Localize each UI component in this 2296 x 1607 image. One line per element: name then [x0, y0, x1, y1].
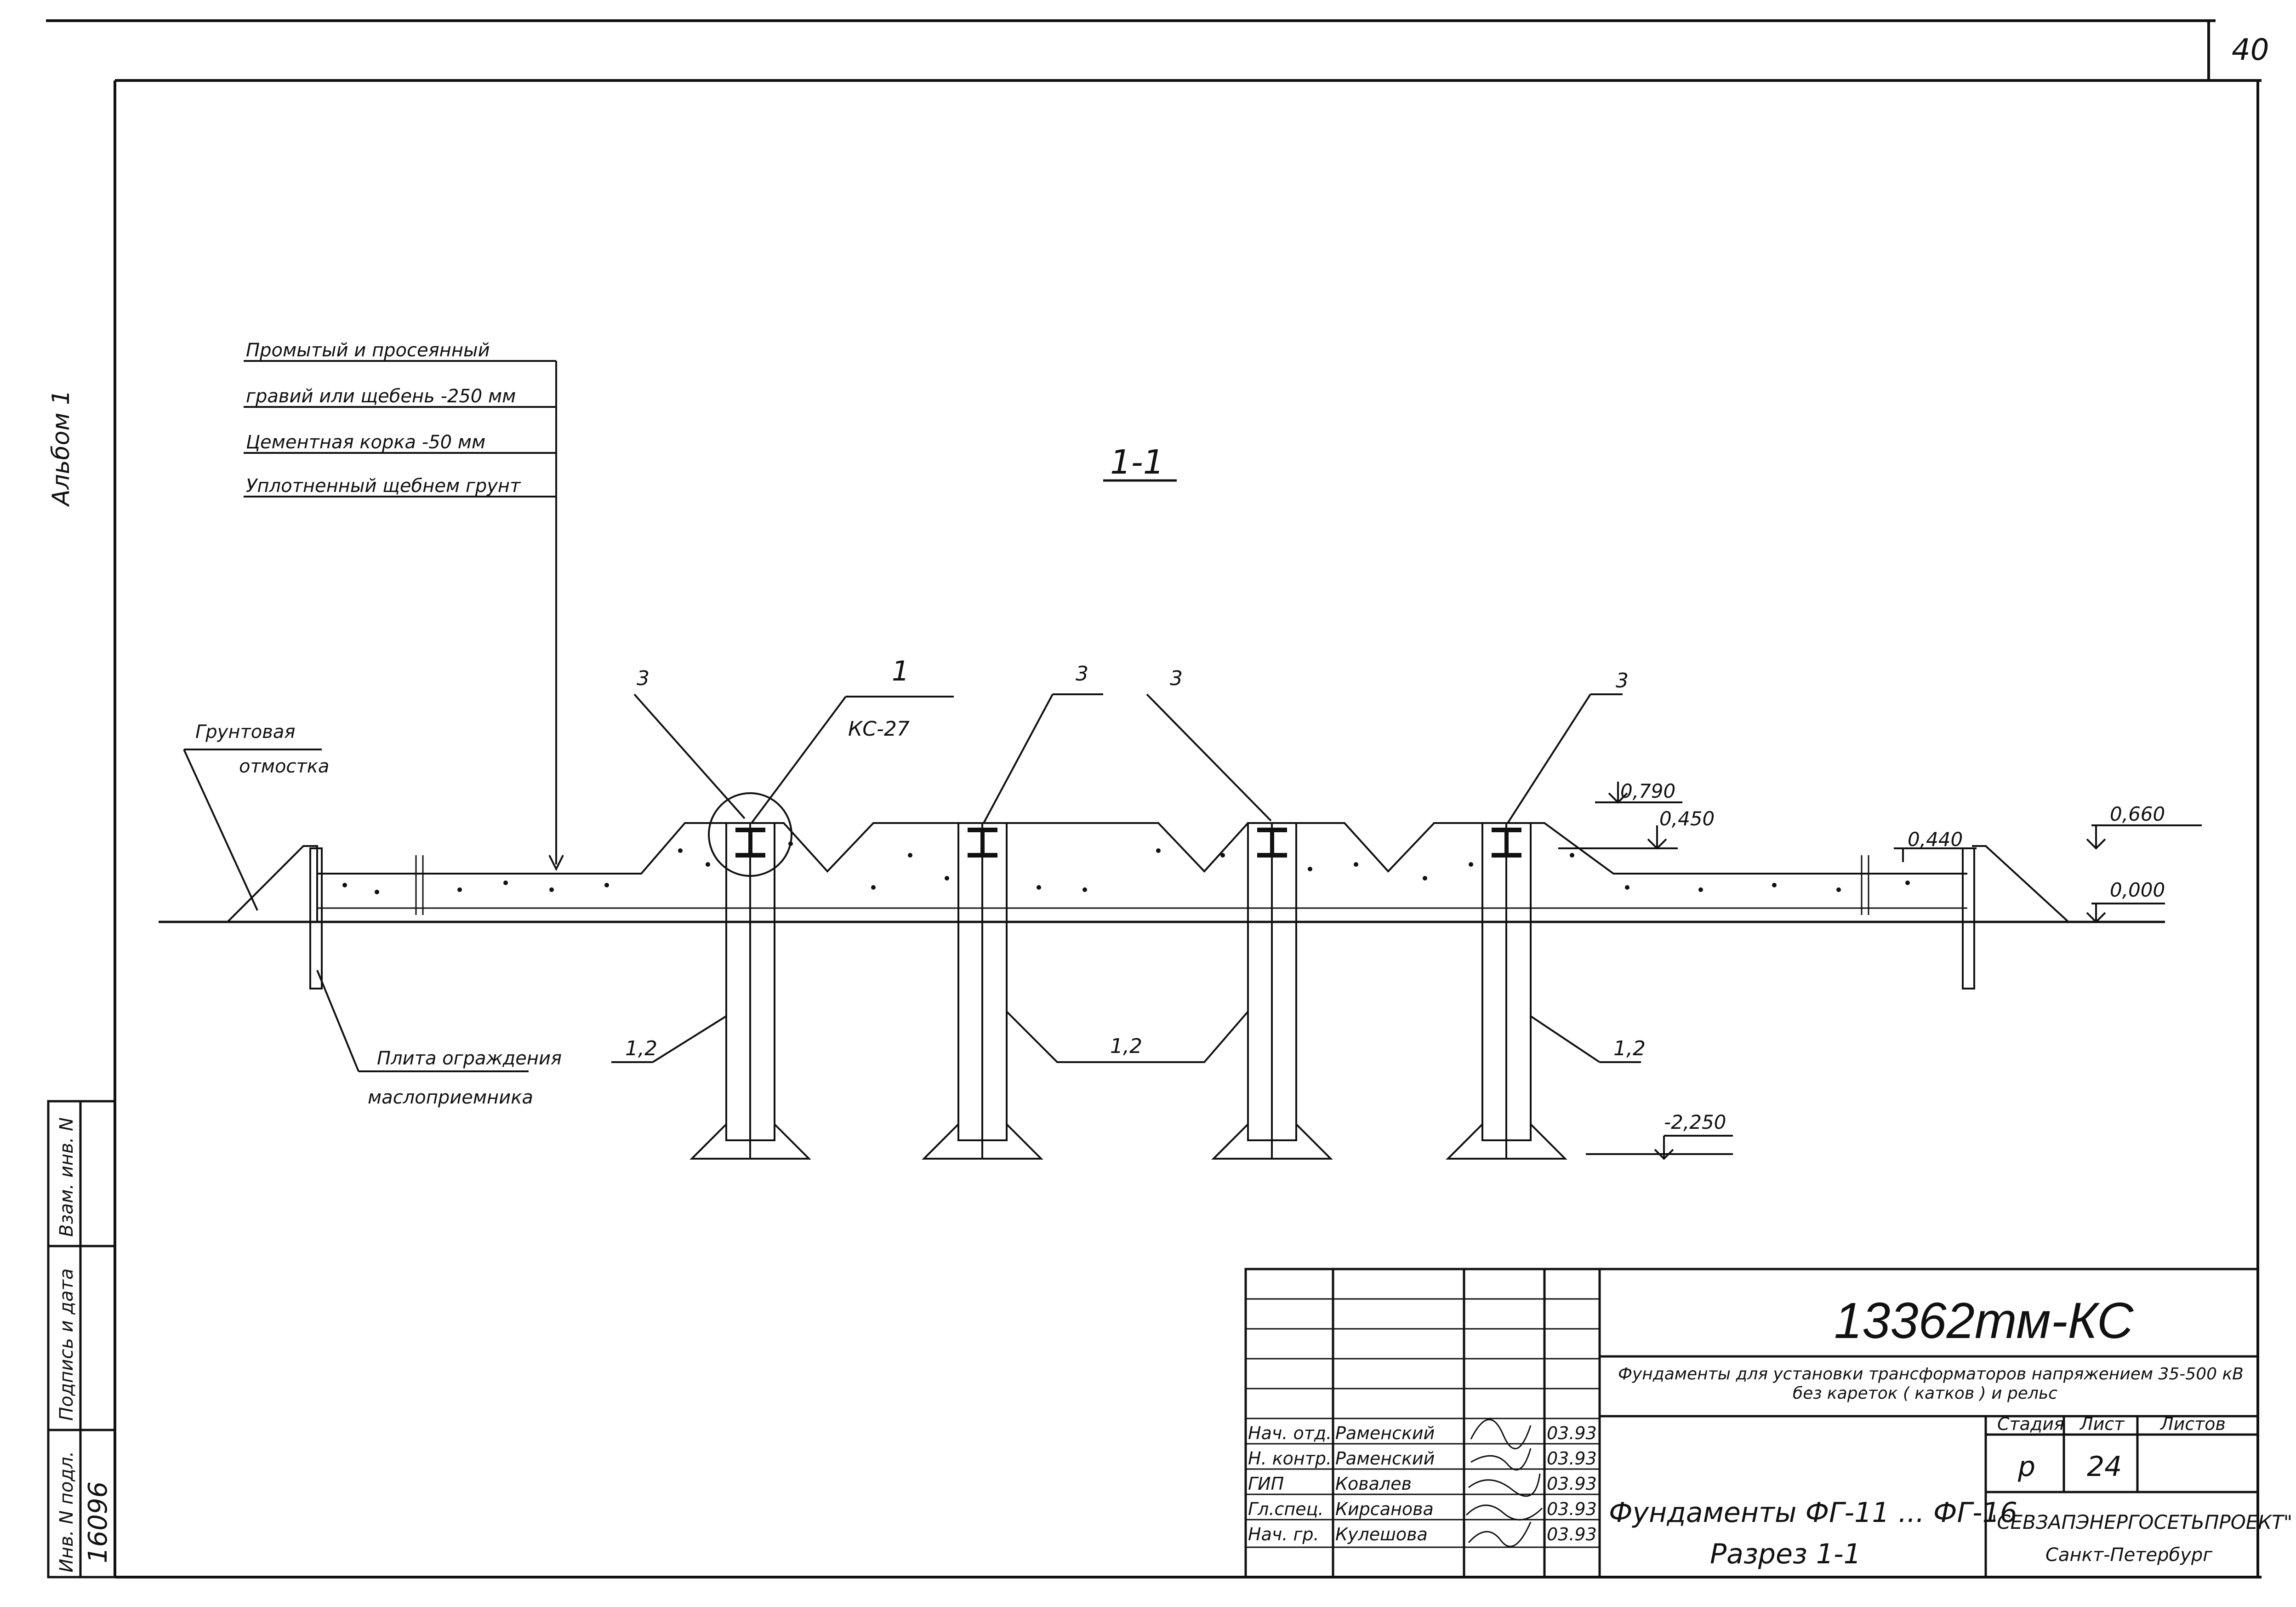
section-title: 1-1	[1103, 443, 1177, 482]
callout-item-1: 1	[892, 655, 909, 687]
blind-area-label-1: Грунтовая	[195, 721, 295, 743]
side-stamp-col3: Инв. N подл.	[56, 1451, 77, 1573]
staff-row: Нач. отд. Раменский 03.93	[1248, 1419, 1597, 1450]
layer-3: Цементная корка -50 мм	[246, 432, 485, 453]
callout-3c: 3	[1170, 667, 1183, 690]
fence-plate-label-1: Плита ограждения	[377, 1048, 562, 1069]
org-name: "СЕВЗАПЭНЕРГОСЕТЬПРОЕКТ"	[1988, 1511, 2292, 1533]
level-0660: 0,660	[2110, 803, 2165, 825]
col-sheets-header: Листов	[2159, 1414, 2226, 1434]
callout-labels: 1 КС-27 3 3 3 3 1,2 1,2 1,2 Грунтовая от…	[195, 655, 1646, 1108]
level-m2250: -2,250	[1664, 1111, 1726, 1133]
staff-role: Нач. гр.	[1248, 1524, 1319, 1544]
level-marks: 0,790 0,450 0,440 0,660 0,000 -2,250	[1558, 780, 2202, 1160]
staff-name: Кирсанова	[1335, 1499, 1434, 1519]
staff-date: 03.93	[1547, 1448, 1597, 1469]
level-0450: 0,450	[1659, 807, 1715, 830]
doc-description-2: без кареток ( катков ) и рельс	[1793, 1384, 2057, 1403]
staff-date: 03.93	[1547, 1474, 1597, 1494]
callout-ks27: КС-27	[848, 717, 910, 741]
layer-2: гравий или щебень -250 мм	[246, 386, 516, 407]
callout-12a: 1,2	[625, 1037, 657, 1060]
staff-role: Н. контр.	[1248, 1448, 1332, 1469]
staff-date: 03.93	[1547, 1524, 1597, 1544]
callout-3a: 3	[637, 667, 649, 690]
signature	[1470, 1448, 1532, 1471]
stage-value: р	[2017, 1451, 2035, 1483]
staff-name: Ковалев	[1335, 1474, 1412, 1494]
side-stamp: Взам. инв. N Подпись и дата Инв. N подл.…	[47, 1100, 116, 1578]
fence-plate-label-2: маслоприемника	[368, 1087, 533, 1108]
album-label: Альбом 1	[47, 390, 75, 507]
signature	[1470, 1419, 1532, 1450]
staff-row: Гл.спец. Кирсанова 03.93	[1248, 1499, 1597, 1521]
callout-3d: 3	[1616, 669, 1629, 692]
layer-4: Уплотненный щебнем грунт	[246, 475, 521, 497]
col-sheet-header: Лист	[2079, 1414, 2125, 1434]
staff-role: ГИП	[1248, 1474, 1284, 1494]
callout-12b: 1,2	[1110, 1035, 1142, 1058]
signature	[1465, 1504, 1543, 1521]
staff-row: Н. контр. Раменский 03.93	[1248, 1448, 1597, 1471]
staff-role: Гл.спец.	[1248, 1499, 1324, 1519]
layer-1: Промытый и просеянный	[246, 340, 490, 361]
title-block: 13362тм-КС Фундаменты для установки тран…	[1244, 1268, 2292, 1578]
layer-notes: Промытый и просеянный гравий или щебень …	[244, 340, 564, 871]
staff-role: Нач. отд.	[1248, 1423, 1332, 1443]
level-0440: 0,440	[1908, 828, 1963, 851]
inventory-number: 16096	[83, 1481, 113, 1563]
callout-12c: 1,2	[1613, 1037, 1646, 1060]
section-title-text: 1-1	[1110, 443, 1164, 481]
signature	[1468, 1473, 1541, 1497]
side-stamp-col1: Взам. инв. N	[56, 1117, 77, 1237]
sheet-title-2: Разрез 1-1	[1710, 1538, 1861, 1570]
callout-3b: 3	[1076, 662, 1088, 686]
org-city: Санкт-Петербург	[2045, 1544, 2213, 1566]
foundation-section	[159, 792, 2165, 1160]
staff-row: Нач. гр. Кулешова 03.93	[1248, 1521, 1597, 1547]
sheet-value: 24	[2087, 1451, 2122, 1483]
blind-area-label-2: отмостка	[239, 756, 329, 777]
staff-name: Раменский	[1335, 1448, 1435, 1469]
staff-name: Раменский	[1335, 1423, 1435, 1443]
doc-description-1: Фундаменты для установки трансформаторов…	[1618, 1365, 2244, 1384]
signature	[1468, 1521, 1532, 1547]
callout-leaders	[183, 693, 1641, 1072]
staff-name: Кулешова	[1335, 1524, 1428, 1544]
level-0000: 0,000	[2110, 879, 2165, 901]
level-0790: 0,790	[1620, 780, 1675, 802]
staff-row: ГИП Ковалев 03.93	[1248, 1473, 1597, 1497]
side-stamp-col2: Подпись и дата	[56, 1269, 77, 1421]
sheet-number: 40	[2232, 33, 2269, 67]
doc-code: 13362тм-КС	[1834, 1292, 2134, 1349]
sheet-title-1: Фундаменты ФГ-11 ... ФГ-16	[1609, 1497, 2017, 1529]
col-stage-header: Стадия	[1997, 1414, 2064, 1434]
staff-date: 03.93	[1547, 1423, 1597, 1443]
staff-date: 03.93	[1547, 1499, 1597, 1519]
